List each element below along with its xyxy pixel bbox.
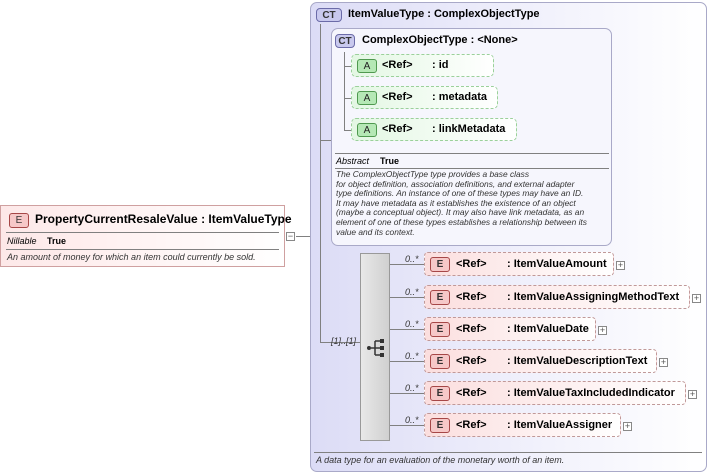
base-divider (335, 153, 609, 154)
base-doc-line: (maybe a conceptual object). It may also… (336, 207, 585, 218)
attribute-ref: <Ref> (382, 91, 413, 103)
root-divider (6, 232, 279, 233)
root-element-type: : ItemValueType (201, 212, 292, 226)
base-type-title: ComplexObjectType : <None> (362, 34, 518, 46)
attribute-badge-icon: A (357, 59, 377, 73)
base-doc-line: for object definition, association defin… (336, 178, 575, 189)
complex-type-title: ItemValueType : ComplexObjectType (348, 8, 540, 20)
element-multiplicity: 0..* (405, 319, 419, 329)
element-multiplicity: 0..* (405, 287, 419, 297)
base-doc-line: element of one of these types establishe… (336, 216, 587, 227)
attr-connector-trunk (344, 52, 345, 130)
element-name: : ItemValueDescriptionText (507, 355, 648, 367)
expand-icon[interactable]: + (598, 325, 607, 335)
base-prop-value: True (380, 156, 400, 166)
root-element-title: PropertyCurrentResaleValue : ItemValueTy… (35, 212, 292, 226)
attribute-metadata[interactable]: A <Ref> : metadata (351, 86, 498, 109)
element-name: : ItemValueAssigner (507, 419, 613, 431)
element-badge-icon: E (9, 213, 29, 228)
attribute-ref: <Ref> (382, 123, 413, 135)
sequence-icon (367, 339, 384, 357)
attribute-linkmetadata[interactable]: A <Ref> : linkMetadata (351, 118, 517, 141)
expand-icon[interactable]: + (659, 357, 668, 367)
expand-icon[interactable]: + (623, 421, 632, 431)
element-badge-icon: E (430, 322, 450, 337)
attr-connector-1 (344, 66, 354, 67)
element-badge-icon: E (430, 290, 450, 305)
root-element-name: PropertyCurrentResaleValue (35, 212, 198, 226)
tree-to-sequence-line (320, 342, 360, 343)
base-documentation: The ComplexObjectType type provides a ba… (336, 169, 587, 237)
root-documentation: An amount of money for which an item cou… (7, 252, 256, 262)
attr-connector-2 (344, 98, 354, 99)
sequence-multiplicity: [1]..[1] (331, 336, 357, 346)
expand-icon[interactable]: + (616, 260, 625, 270)
element-badge-icon: E (430, 354, 450, 369)
element-badge-icon: E (430, 418, 450, 433)
root-divider-2 (6, 249, 279, 250)
element-ref: <Ref> (456, 355, 487, 367)
element-itemvalueassigner[interactable]: E <Ref> : ItemValueAssigner (424, 413, 621, 437)
complex-type-documentation: A data type for an evaluation of the mon… (316, 455, 565, 465)
collapse-toggle-icon[interactable]: − (286, 231, 295, 241)
base-divider-2 (335, 168, 609, 169)
element-multiplicity: 0..* (405, 383, 419, 393)
complex-type-divider (314, 452, 702, 453)
base-doc-line: value and its context. (336, 226, 415, 237)
attr-connector-3 (344, 130, 354, 131)
complex-type-badge-icon: CT (316, 8, 342, 22)
element-itemvaluedescriptiontext[interactable]: E <Ref> : ItemValueDescriptionText (424, 349, 657, 373)
element-badge-icon: E (430, 386, 450, 401)
element-multiplicity: 0..* (405, 254, 419, 264)
expand-icon[interactable]: + (688, 389, 697, 399)
attribute-name: : linkMetadata (432, 123, 506, 135)
element-ref: <Ref> (456, 258, 487, 270)
attribute-ref: <Ref> (382, 59, 413, 71)
element-ref: <Ref> (456, 419, 487, 431)
attribute-name: : id (432, 59, 449, 71)
attribute-name: : metadata (432, 91, 488, 103)
element-ref: <Ref> (456, 387, 487, 399)
root-element-box[interactable]: E PropertyCurrentResaleValue : ItemValue… (0, 205, 292, 267)
base-prop-label: Abstract (336, 156, 370, 166)
element-ref: <Ref> (456, 291, 487, 303)
element-name: : ItemValueTaxIncludedIndicator (507, 387, 675, 399)
base-doc-line: It may have metadata as it establishes t… (336, 197, 576, 208)
base-doc-line: type definitions. An instance of one of … (336, 188, 584, 199)
expand-icon[interactable]: + (692, 293, 701, 303)
base-type-badge-icon: CT (335, 34, 355, 48)
root-prop-label: Nillable (7, 236, 37, 246)
element-itemvaluedate[interactable]: E <Ref> : ItemValueDate (424, 317, 596, 341)
element-multiplicity: 0..* (405, 415, 419, 425)
element-itemvalueassigningmethodtext[interactable]: E <Ref> : ItemValueAssigningMethodText (424, 285, 690, 309)
element-ref: <Ref> (456, 323, 487, 335)
root-connector (296, 236, 310, 237)
attribute-id[interactable]: A <Ref> : id (351, 54, 494, 77)
attribute-badge-icon: A (357, 91, 377, 105)
element-name: : ItemValueDate (507, 323, 589, 335)
attribute-badge-icon: A (357, 123, 377, 137)
element-name: : ItemValueAmount (507, 258, 607, 270)
element-itemvalueamount[interactable]: E <Ref> : ItemValueAmount (424, 252, 614, 276)
root-prop-value: True (47, 236, 67, 246)
element-itemvaluetaxincludedindicator[interactable]: E <Ref> : ItemValueTaxIncludedIndicator (424, 381, 686, 405)
element-name: : ItemValueAssigningMethodText (507, 291, 680, 303)
tree-to-base-line (320, 140, 332, 141)
base-doc-line: The ComplexObjectType type provides a ba… (336, 169, 530, 179)
tree-trunk-line (320, 24, 321, 342)
element-multiplicity: 0..* (405, 351, 419, 361)
sequence-compositor[interactable] (360, 253, 390, 441)
element-badge-icon: E (430, 257, 450, 272)
